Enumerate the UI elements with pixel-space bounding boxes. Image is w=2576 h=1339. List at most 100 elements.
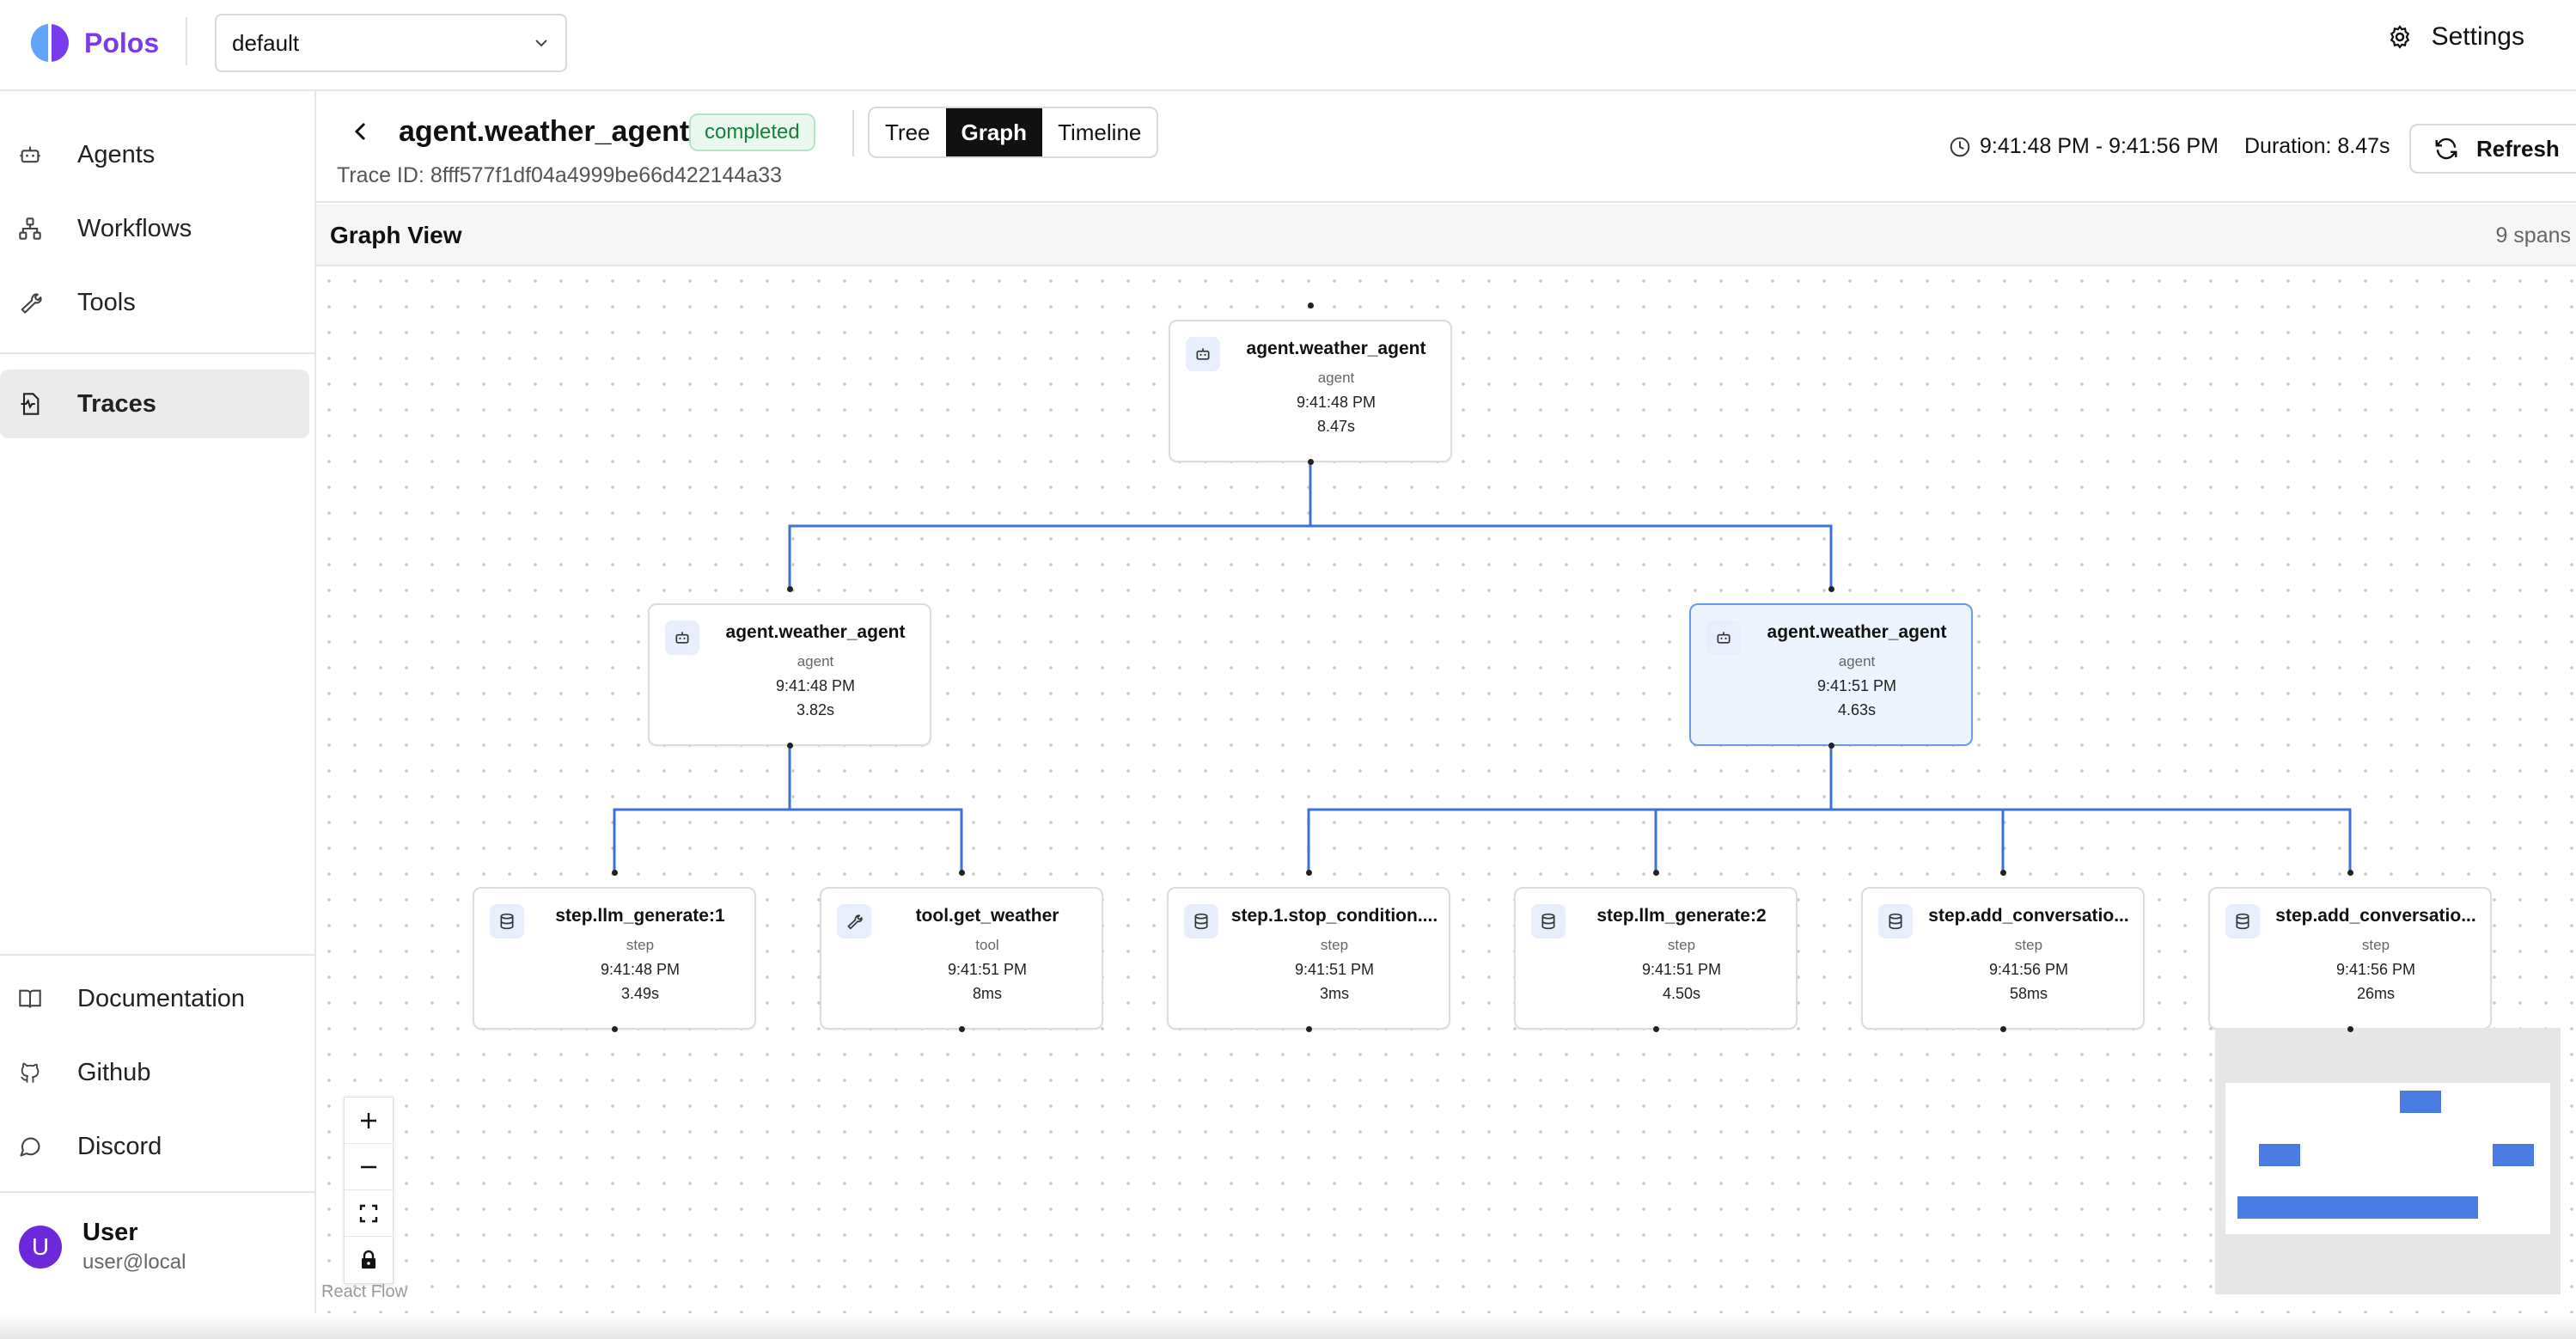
span-type: agent bbox=[1838, 653, 1876, 670]
view-switcher: Tree Graph Timeline bbox=[868, 107, 1159, 158]
sidebar-item-label: Agents bbox=[77, 140, 156, 168]
span-start-time: 9:41:48 PM bbox=[600, 961, 681, 978]
graph-edges bbox=[613, 462, 2352, 873]
top-bar: Polos default Settings bbox=[0, 0, 2576, 91]
span-duration: 3.82s bbox=[796, 701, 835, 718]
react-flow-attribution[interactable]: React Flow bbox=[321, 1282, 408, 1301]
back-arrow-icon[interactable] bbox=[347, 117, 373, 146]
sidebar-item-tools[interactable]: Tools bbox=[0, 268, 309, 337]
source-handle[interactable] bbox=[787, 743, 793, 749]
span-start-time: 9:41:51 PM bbox=[947, 961, 1028, 978]
source-handle[interactable] bbox=[2347, 1026, 2353, 1032]
sidebar-item-label: Tools bbox=[77, 288, 136, 316]
zoom-in-button[interactable] bbox=[345, 1097, 393, 1144]
polos-logo-icon bbox=[31, 24, 69, 62]
traces-icon bbox=[17, 391, 43, 417]
span-duration: 8ms bbox=[972, 985, 1002, 1002]
trace-header: agent.weather_agent completed Tree Graph… bbox=[316, 91, 2576, 203]
fit-view-button[interactable] bbox=[345, 1190, 393, 1237]
minimap[interactable] bbox=[2215, 1028, 2561, 1294]
span-type: step bbox=[2014, 937, 2043, 953]
graph-edge bbox=[1309, 462, 1833, 590]
target-handle[interactable] bbox=[612, 870, 618, 876]
sidebar-link-documentation[interactable]: Documentation bbox=[0, 964, 309, 1033]
refresh-icon bbox=[2435, 138, 2457, 160]
refresh-label: Refresh bbox=[2476, 135, 2560, 162]
target-handle[interactable] bbox=[1828, 586, 1834, 592]
source-handle[interactable] bbox=[959, 1026, 965, 1032]
section-title: Graph View bbox=[330, 222, 462, 248]
tab-timeline[interactable]: Timeline bbox=[1058, 119, 1142, 145]
target-handle[interactable] bbox=[1308, 303, 1314, 309]
robot-icon bbox=[665, 621, 699, 655]
tab-graph[interactable]: Graph bbox=[945, 108, 1043, 156]
settings-button[interactable]: Settings bbox=[2387, 22, 2524, 52]
span-name: tool.get_weather bbox=[915, 906, 1059, 926]
target-handle[interactable] bbox=[1653, 870, 1659, 876]
duration: Duration: 8.47s bbox=[2244, 134, 2390, 158]
time-range: 9:41:48 PM - 9:41:56 PM bbox=[1949, 134, 2219, 159]
refresh-button[interactable]: Refresh bbox=[2409, 124, 2576, 174]
sidebar-link-label: Discord bbox=[77, 1132, 162, 1160]
tab-tree[interactable]: Tree bbox=[885, 119, 931, 145]
target-handle[interactable] bbox=[2347, 870, 2353, 876]
user-menu[interactable]: U User user@local bbox=[19, 1219, 186, 1275]
sidebar-link-github[interactable]: Github bbox=[0, 1038, 309, 1107]
graph-edge bbox=[788, 462, 1312, 590]
avatar: U bbox=[19, 1225, 62, 1269]
minimap-node bbox=[2437, 1195, 2479, 1219]
minimap-viewport bbox=[2225, 1083, 2550, 1234]
target-handle[interactable] bbox=[1306, 870, 1312, 876]
span-start-time: 9:41:51 PM bbox=[1641, 961, 1722, 978]
user-name: User bbox=[82, 1219, 138, 1246]
lock-button[interactable] bbox=[345, 1237, 393, 1283]
brand[interactable]: Polos bbox=[29, 22, 159, 64]
sidebar-divider bbox=[0, 352, 314, 354]
span-start-time: 9:41:51 PM bbox=[1294, 961, 1375, 978]
graph-edge bbox=[788, 746, 963, 873]
sidebar-item-label: Traces bbox=[77, 389, 156, 418]
source-handle[interactable] bbox=[1828, 743, 1834, 749]
sidebar-item-workflows[interactable]: Workflows bbox=[0, 194, 309, 263]
graph-edge bbox=[1654, 746, 1833, 873]
source-handle[interactable] bbox=[1306, 1026, 1312, 1032]
minimap-node bbox=[2396, 1195, 2439, 1219]
sidebar-link-discord[interactable]: Discord bbox=[0, 1112, 309, 1181]
span-type: step bbox=[1320, 937, 1349, 953]
minimap-node bbox=[2357, 1195, 2399, 1219]
source-handle[interactable] bbox=[1653, 1026, 1659, 1032]
sidebar-item-traces[interactable]: Traces bbox=[0, 370, 309, 438]
gear-icon bbox=[2390, 25, 2409, 49]
zoom-out-button[interactable] bbox=[345, 1144, 393, 1190]
user-email: user@local bbox=[82, 1250, 186, 1274]
brand-name: Polos bbox=[84, 27, 160, 58]
source-handle[interactable] bbox=[2000, 1026, 2006, 1032]
target-handle[interactable] bbox=[787, 586, 793, 592]
sidebar-link-label: Documentation bbox=[77, 984, 246, 1012]
robot-icon bbox=[1706, 621, 1741, 655]
zoom-controls bbox=[344, 1097, 394, 1284]
span-duration: 4.63s bbox=[1837, 701, 1877, 718]
target-handle[interactable] bbox=[2000, 870, 2006, 876]
span-name: step.1.stop_condition.... bbox=[1230, 906, 1438, 926]
span-name: step.add_conversatio... bbox=[1928, 906, 2129, 926]
sidebar-item-agents[interactable]: Agents bbox=[0, 120, 309, 189]
source-handle[interactable] bbox=[1308, 459, 1314, 465]
target-handle[interactable] bbox=[959, 870, 965, 876]
workspace-select[interactable]: default bbox=[215, 14, 567, 72]
source-handle[interactable] bbox=[612, 1026, 618, 1032]
graph-edge bbox=[613, 746, 791, 873]
sidebar-link-label: Github bbox=[77, 1058, 151, 1086]
github-icon bbox=[17, 1060, 43, 1085]
span-name: agent.weather_agent bbox=[1767, 622, 1947, 642]
